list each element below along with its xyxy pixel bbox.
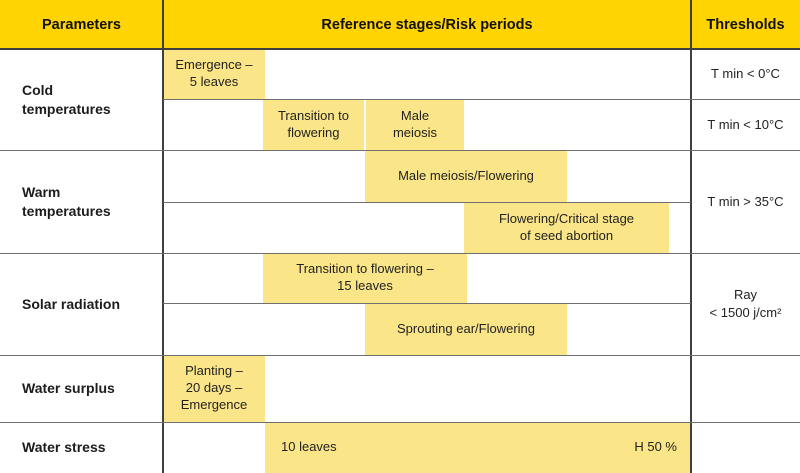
threshold-solar-ray: Ray < 1500 j/cm² (709, 287, 782, 320)
bar-cold-transition-to-flowering: Transition to flowering (263, 99, 364, 150)
row-divider-solar-surplus (0, 354, 800, 356)
param-cold-temperatures: Cold temperatures (22, 82, 111, 117)
param-water-stress: Water stress (22, 439, 106, 456)
header-thresholds-label: Thresholds (706, 16, 785, 33)
row-divider-warm-solar (0, 252, 800, 254)
header-parameters-label: Parameters (42, 16, 121, 33)
threshold-cold-tmin-0: T min < 0°C (711, 66, 780, 82)
param-solar-radiation: Solar radiation (22, 295, 121, 312)
bar-cold-male-meiosis: Male meiosis (366, 99, 464, 150)
threshold-cold-tmin-10: T min < 10°C (707, 116, 784, 132)
header-bottom-border (0, 48, 800, 50)
bar-warm-flowering-seed-abortion: Flowering/Critical stage of seed abortio… (464, 202, 669, 253)
bar-stress-start-label: 10 leaves (281, 439, 337, 455)
bar-warm-male-meiosis-flowering: Male meiosis/Flowering (365, 150, 567, 202)
row-divider-warm-sub (163, 201, 691, 203)
bar-water-stress: 10 leaves H 50 % (265, 422, 691, 473)
bar-surplus-planting-emergence: Planting – 20 days – Emergence (163, 355, 265, 422)
row-divider-solar-sub (163, 302, 691, 304)
bar-cold-emergence-5-leaves: Emergence – 5 leaves (163, 49, 265, 99)
threshold-warm-tmin-35: T min > 35°C (707, 193, 784, 209)
row-divider-cold-sub (163, 98, 800, 100)
header-cell-reference-stages: Reference stages/Risk periods (163, 0, 691, 49)
header-cell-parameters: Parameters (0, 0, 163, 49)
column-divider-parameters (162, 0, 164, 473)
header-cell-thresholds: Thresholds (691, 0, 800, 49)
param-water-surplus: Water surplus (22, 380, 115, 397)
column-divider-thresholds (690, 0, 692, 473)
threshold-stress-empty (691, 422, 800, 473)
header-reference-label: Reference stages/Risk periods (321, 16, 533, 33)
row-divider-cold-warm (0, 149, 800, 151)
threshold-surplus-empty (691, 355, 800, 422)
param-warm-temperatures: Warm temperatures (22, 184, 111, 219)
row-divider-surplus-stress (0, 421, 800, 423)
bar-solar-transition-15-leaves: Transition to flowering – 15 leaves (263, 253, 467, 303)
bar-solar-sprouting-ear-flowering: Sprouting ear/Flowering (365, 303, 567, 355)
bar-stress-end-label: H 50 % (634, 439, 677, 455)
